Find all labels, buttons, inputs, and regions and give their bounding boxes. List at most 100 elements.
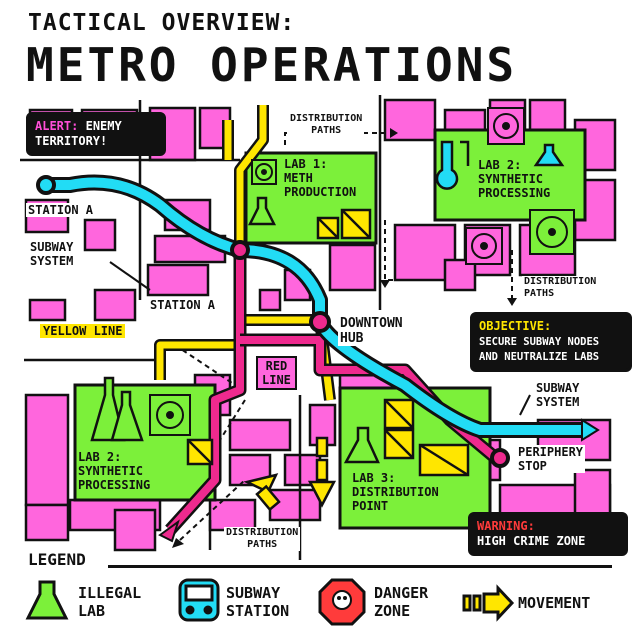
lab2-left-label: LAB 2: SYNTHETIC PROCESSING [78,450,150,492]
legend-item-danger-zone: DANGER ZONE [374,584,428,620]
legend-icons [25,578,515,626]
subway-line [38,174,593,438]
downtown-line2: HUB [340,331,364,346]
lab2-top-line2: SYNTHETIC [478,172,544,186]
warning-callout: WARNING: HIGH CRIME ZONE [468,512,628,556]
alert-prefix: ALERT: [35,119,79,133]
lab2-top-label: LAB 2: SYNTHETIC PROCESSING [478,158,550,200]
warning-heading: WARNING: [477,519,535,533]
train-icon [178,578,220,622]
page-title: METRO OPERATIONS [26,38,518,92]
red-line-label: RED LINE [256,356,297,390]
crate-icon [316,216,340,240]
alert-line2: TERRITORY! [35,134,108,148]
periphery-stop-node [490,448,510,468]
subway-right-line2: SYSTEM [536,395,580,409]
lab1-line3: PRODUCTION [284,185,357,199]
distribution-top-line1: DISTRIBUTION [290,113,363,124]
lab3-line2: DISTRIBUTION [352,485,439,499]
station-a-label: STATION A [26,203,96,217]
downtown-hub-label: DOWNTOWN HUB [338,316,405,346]
distribution-right-label: DISTRIBUTION PATHS [522,276,599,300]
periphery-line1: PERIPHERY [518,445,584,459]
downtown-line1: DOWNTOWN [340,316,403,331]
flask-icons [90,140,565,464]
flask-icon [25,580,69,620]
fan-icon [465,227,503,265]
warning-line1: HIGH CRIME ZONE [477,534,586,548]
legend-item-illegal-lab: ILLEGAL LAB [78,584,141,620]
distribution-bottom-line1: DISTRIBUTION [226,527,299,538]
objective-line1: SECURE SUBWAY NODES [479,336,600,348]
legend-illegal-line1: ILLEGAL [78,584,142,602]
lab2-top-line1: LAB 2: [478,158,522,172]
objective-line2: AND NEUTRALIZE LABS [479,351,600,363]
flask-icon [110,390,144,442]
crate-icons [186,208,470,477]
legend-danger-line2: ZONE [374,602,411,620]
label-pointers [109,261,531,416]
title-overline: TACTICAL OVERVIEW: [28,10,296,36]
alert-callout: ALERT: ENEMY TERRITORY! [26,112,166,156]
distribution-bottom-line2: PATHS [247,539,278,550]
station-a-2-node [230,240,250,260]
crate-icon [418,443,470,477]
objective-callout: OBJECTIVE: SECURE SUBWAY NODES AND NEUTR… [470,312,632,372]
red-line-arrowhead [158,519,180,543]
crate-icon [383,428,415,460]
periphery-stop-label: PERIPHERY STOP [516,445,586,473]
lab3-line1: LAB 3: [352,471,396,485]
lab1-line2: METH [284,171,313,185]
station-a-label-2: STATION A [148,298,218,312]
legend-title: LEGEND [28,550,86,569]
fan-icon [149,394,191,436]
fan-icons [149,107,575,436]
legend-divider [108,565,612,568]
crate-icon [186,438,214,466]
periphery-line2: STOP [518,459,547,473]
legend-item-movement: MOVEMENT [518,594,590,612]
lab2-left-line1: LAB 2: [78,450,122,464]
flask-icon [343,426,380,464]
lab3-line3: POINT [352,499,389,513]
red-line-line2: LINE [262,373,291,387]
crate-icon [340,208,372,240]
downtown-hub-node [309,311,331,333]
legend-subway-line2: STATION [226,602,290,620]
lab2-top-line3: PROCESSING [478,186,551,200]
fan-icon [251,159,277,185]
flask-icon [247,196,277,226]
subway-right-line1: SUBWAY [536,381,580,395]
lab2-left-line3: PROCESSING [78,478,151,492]
arrow-icon [462,584,515,622]
fan-icon [487,107,525,145]
flask-icon [435,140,459,190]
distribution-top-line2: PATHS [311,125,342,136]
fan-icon [529,209,575,255]
subway-left-line1: SUBWAY [30,240,74,254]
flask-icon [533,143,565,167]
alert-line1: ENEMY [85,119,122,133]
distribution-right-line1: DISTRIBUTION [524,276,597,287]
legend-item-subway-station: SUBWAY STATION [226,584,289,620]
lab1-line1: LAB 1: [284,157,328,171]
crate-icon [383,398,415,430]
lab3-label: LAB 3: DISTRIBUTION POINT [352,471,439,513]
flask-icon [460,140,470,166]
lab1-label: LAB 1: METH PRODUCTION [284,157,356,199]
legend-movement-line1: MOVEMENT [518,594,591,612]
legend-danger-line1: DANGER [374,584,429,602]
distribution-right-line2: PATHS [524,288,555,299]
stations [36,175,510,468]
red-line-line1: RED [265,359,288,373]
legend-subway-line1: SUBWAY [226,584,281,602]
subway-system-left-label: SUBWAY SYSTEM [28,240,76,268]
distribution-bottom-label: DISTRIBUTION PATHS [224,527,301,551]
legend-illegal-line2: LAB [78,602,106,620]
movement-arrows [243,436,337,512]
lab2-left-line2: SYNTHETIC [78,464,144,478]
yellow-line-label: YELLOW LINE [40,324,126,338]
objective-heading: OBJECTIVE: [479,319,552,333]
